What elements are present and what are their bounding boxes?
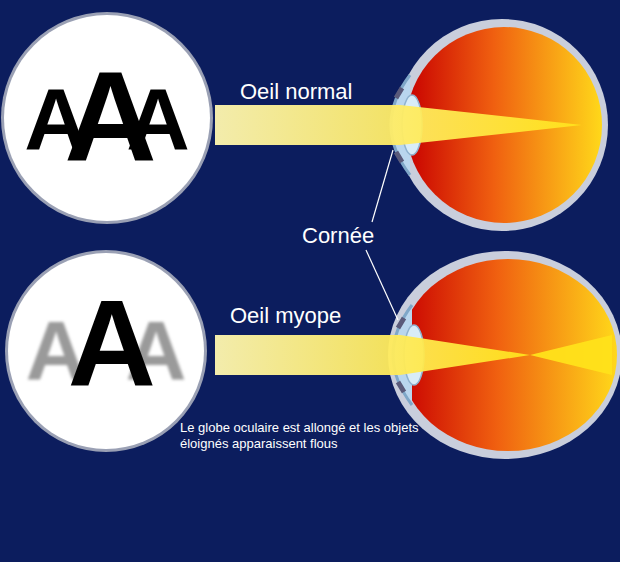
leader-line [372,150,393,222]
light-beam [215,335,530,375]
chart-letter: A [64,53,156,181]
test-circle: AAA [4,15,210,221]
eye-label: Oeil myope [230,302,341,330]
light-beam [215,105,582,145]
leader-line [366,250,398,320]
chart-letter: A [68,283,156,405]
eye-label: Oeil normal [240,78,352,106]
part-label: Cornée [302,222,374,250]
caption-note: Le globe oculaire est allongé et les obj… [180,420,452,453]
light-beam [530,335,612,375]
test-circle: AAA [8,253,204,449]
